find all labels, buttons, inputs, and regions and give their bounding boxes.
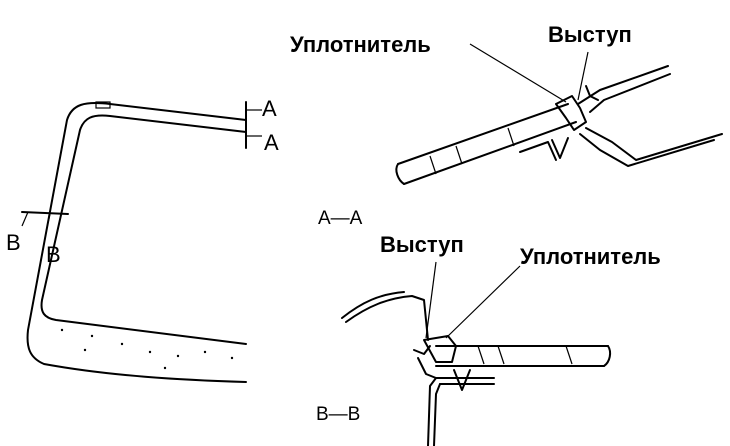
label-seal-top: Уплотнитель [290, 32, 431, 57]
label-section-bb: B—B [316, 404, 360, 425]
leader-protrusion-bottom [425, 261, 437, 339]
leader-protrusion-top [577, 51, 589, 101]
section-bb-drawing [341, 291, 612, 446]
mark-a-top: A [262, 96, 277, 121]
label-seal-bottom: Уплотнитель [520, 244, 661, 269]
mark-a-bottom: A [264, 130, 279, 155]
mark-b-left: B [6, 230, 21, 255]
windshield-outline [26, 101, 247, 383]
ceramic-dots [60, 328, 234, 370]
section-mark-a: A A [245, 96, 279, 155]
section-mark-b: B B [6, 211, 69, 267]
label-protrusion-top: Выступ [548, 22, 632, 47]
mark-b-right: B [46, 242, 61, 267]
section-aa-drawing [395, 65, 723, 185]
leader-seal-top [469, 43, 567, 103]
leader-seal-bottom [445, 265, 521, 339]
label-section-aa: A—A [318, 208, 363, 229]
label-protrusion-bottom: Выступ [380, 232, 464, 257]
